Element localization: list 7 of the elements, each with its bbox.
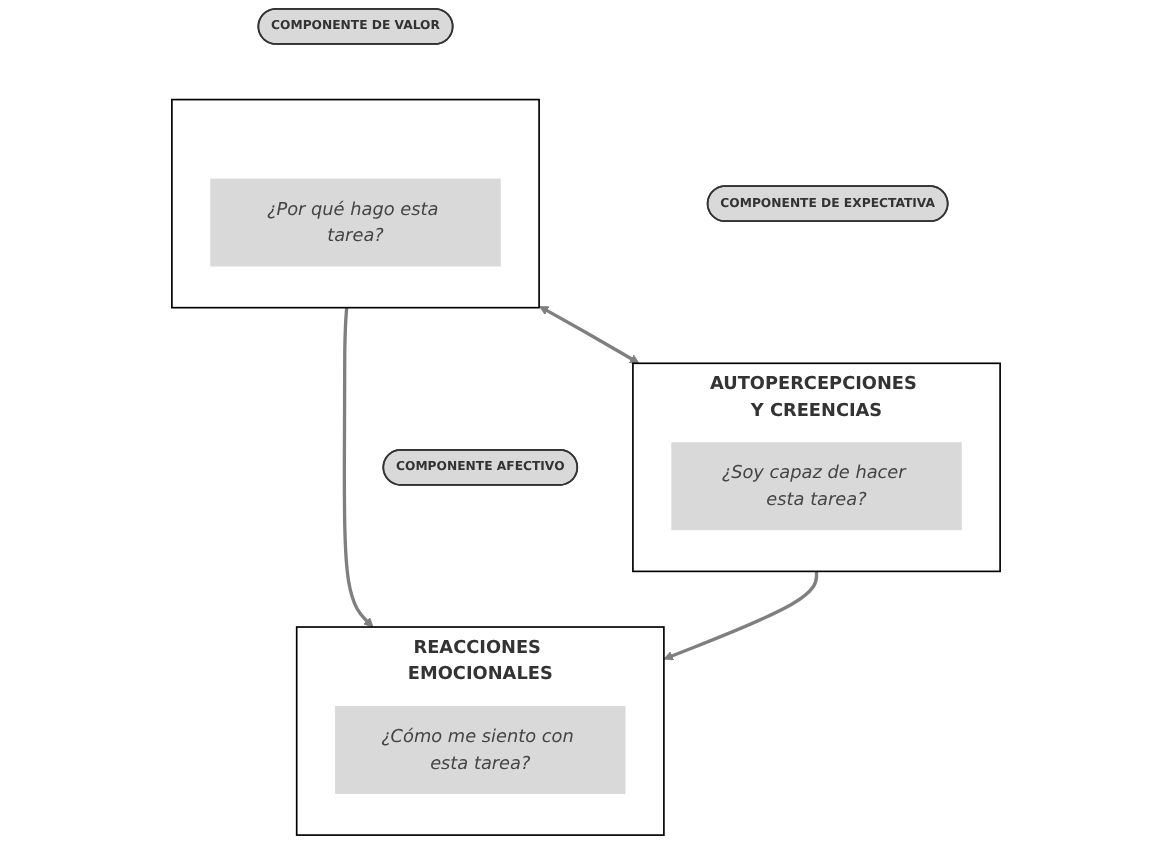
cluster: [171, 98, 540, 309]
arrow: [663, 571, 819, 661]
arrow: [342, 307, 374, 628]
node-box: ¿Soy capaz de hacer esta tarea?: [671, 442, 962, 531]
arrow: [539, 305, 640, 364]
node-box: ¿Por qué hago esta tarea?: [210, 178, 501, 267]
node-box: ¿Cómo me siento con esta tarea?: [335, 706, 626, 794]
